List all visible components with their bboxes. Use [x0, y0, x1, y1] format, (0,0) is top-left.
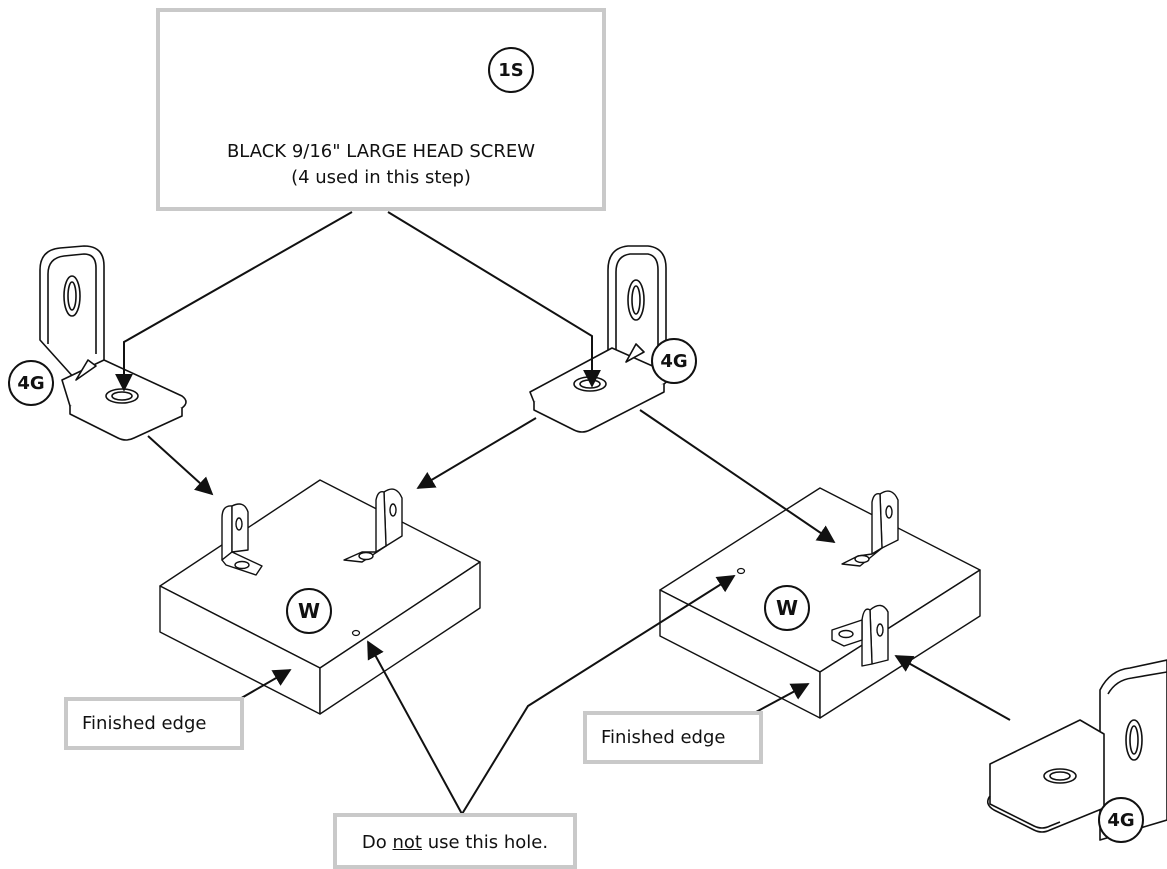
- part-badge-1s: 1S: [488, 47, 534, 93]
- bracket-exploded-right: [529, 245, 670, 433]
- finished-edge-text-left: Finished edge: [82, 713, 207, 734]
- hardware-quantity-note: (4 used in this step): [291, 167, 471, 188]
- board-badge-left: W: [286, 588, 332, 634]
- finished-edge-label-right: Finished edge: [583, 711, 763, 764]
- do-not-use-suffix: use this hole.: [422, 832, 549, 853]
- arrow-hole-right: [461, 575, 736, 815]
- board-badge-right: W: [764, 585, 810, 631]
- hole-right: [736, 567, 746, 575]
- mounted-bracket-3: [841, 490, 899, 567]
- arrows: [115, 211, 1011, 815]
- arrow-right-bracket-to-left-board: [416, 417, 537, 489]
- bracket-badge-top-right: 4G: [651, 338, 697, 384]
- mounted-bracket-4: [831, 604, 889, 667]
- arrow-finished-edge-right: [755, 683, 810, 713]
- arrow-right-bracket-to-right-board: [639, 409, 836, 544]
- arrow-hole-left: [367, 640, 463, 815]
- bracket-exploded-left: [39, 245, 187, 441]
- do-not-use-hole-label: Do not use this hole.: [333, 813, 577, 869]
- do-not-use-prefix: Do: [361, 832, 393, 853]
- board-right: [659, 487, 981, 719]
- arrow-bottom-bracket-to-right-board: [894, 655, 1011, 721]
- bracket-exploded-bottom-right: [986, 659, 1167, 841]
- finished-edge-label-left: Finished edge: [64, 697, 244, 750]
- finished-edge-text-right: Finished edge: [601, 727, 726, 748]
- mounted-bracket-2: [343, 488, 403, 563]
- do-not-use-hole-text: Do not use this hole.: [337, 831, 573, 855]
- hole-left: [351, 629, 361, 637]
- hardware-box: BLACK 9/16" LARGE HEAD SCREW (4 used in …: [156, 8, 606, 211]
- bracket-badge-top-left: 4G: [8, 360, 54, 406]
- arrow-screw-to-left-bracket: [115, 211, 353, 392]
- arrow-finished-edge-left: [237, 669, 292, 701]
- bracket-badge-bottom-right: 4G: [1098, 797, 1144, 843]
- do-not-use-emphasis: not: [392, 832, 422, 853]
- hardware-name: BLACK 9/16" LARGE HEAD SCREW: [226, 141, 536, 162]
- arrow-left-bracket-to-board: [147, 435, 214, 496]
- arrow-screw-to-right-bracket: [387, 211, 601, 388]
- mounted-bracket-1: [221, 503, 263, 576]
